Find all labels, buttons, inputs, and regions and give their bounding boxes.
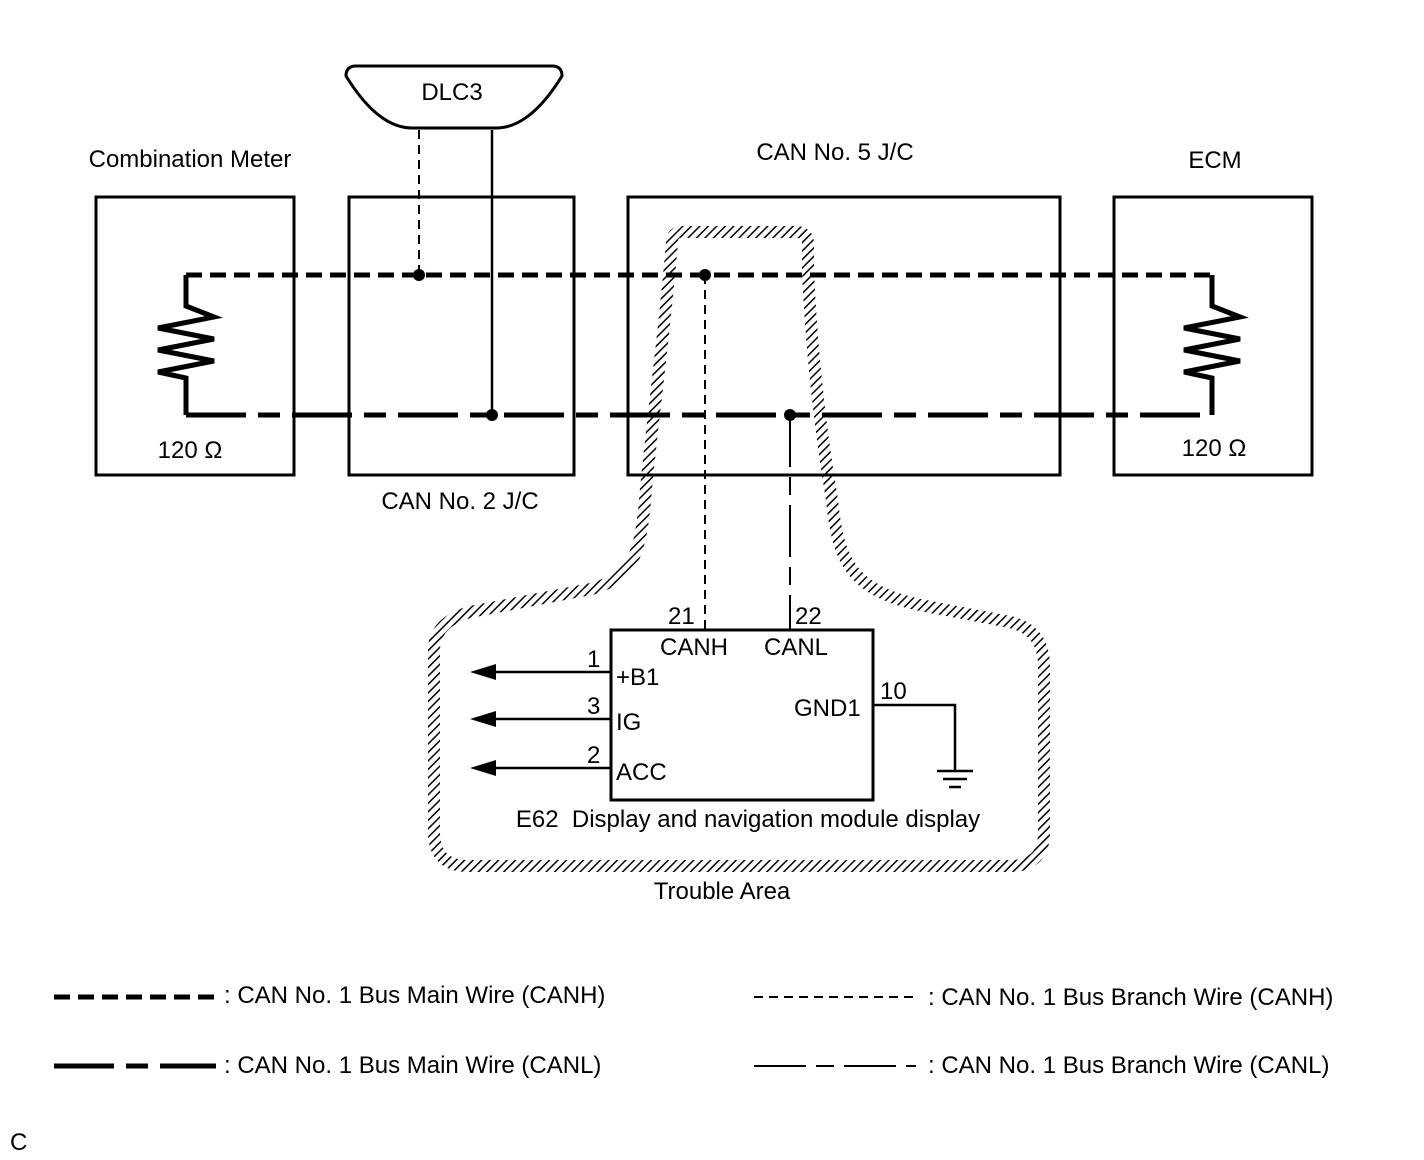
pin-canl-label: CANL xyxy=(764,634,828,661)
legend-branch-canl-label: : CAN No. 1 Bus Branch Wire (CANL) xyxy=(928,1052,1329,1079)
can-no2-jc-box xyxy=(347,195,576,477)
junction-dot xyxy=(699,269,711,281)
pin-gnd1-label: GND1 xyxy=(794,695,861,722)
legend-main-canh-label: : CAN No. 1 Bus Main Wire (CANH) xyxy=(224,982,605,1009)
pin-acc-label: ACC xyxy=(616,759,667,786)
combination-meter-label: Combination Meter xyxy=(89,146,292,173)
pin-b1-label: +B1 xyxy=(616,664,659,691)
pin-gnd1-number: 10 xyxy=(880,678,907,705)
pin-canh-label: CANH xyxy=(660,634,728,661)
ecm-resistor-value: 120 Ω xyxy=(1182,435,1247,462)
trouble-area-label: Trouble Area xyxy=(654,878,791,905)
can-no2-jc-label: CAN No. 2 J/C xyxy=(381,488,538,515)
combination-meter-resistor xyxy=(157,275,223,415)
ground-icon xyxy=(937,769,973,789)
pin-ig-label: IG xyxy=(616,709,641,736)
junction-dot xyxy=(413,269,425,281)
module-name-label: E62 Display and navigation module displa… xyxy=(516,806,980,833)
junction-dot xyxy=(486,409,498,421)
combination-meter-box xyxy=(94,195,296,477)
legend-branch-canh-label: : CAN No. 1 Bus Branch Wire (CANH) xyxy=(928,984,1333,1011)
ecm-label: ECM xyxy=(1188,147,1241,174)
pin-b1-number: 1 xyxy=(587,646,600,673)
pin-canh-number: 21 xyxy=(668,603,695,630)
can-no5-jc-label: CAN No. 5 J/C xyxy=(756,139,913,166)
arrow-left-icon xyxy=(470,760,496,776)
can-no5-jc-box xyxy=(626,195,1062,477)
junction-dot xyxy=(784,409,796,421)
trouble-area-outline xyxy=(428,226,1050,872)
combination-meter-resistor-value: 120 Ω xyxy=(158,437,223,464)
arrow-left-icon xyxy=(470,711,496,727)
display-navigation-module-box xyxy=(609,628,875,802)
pin-acc-number: 2 xyxy=(587,742,600,769)
dlc3-label: DLC3 xyxy=(421,79,482,106)
ground-wire xyxy=(873,703,957,770)
pin-ig-number: 3 xyxy=(587,693,600,720)
dlc3-connector-shape xyxy=(344,64,564,130)
ecm-resistor xyxy=(1183,275,1249,415)
corner-mark: C xyxy=(10,1129,27,1156)
arrow-left-icon xyxy=(470,664,496,680)
legend-main-canl-label: : CAN No. 1 Bus Main Wire (CANL) xyxy=(224,1052,601,1079)
pin-canl-number: 22 xyxy=(795,603,822,630)
ecm-box xyxy=(1112,195,1314,477)
